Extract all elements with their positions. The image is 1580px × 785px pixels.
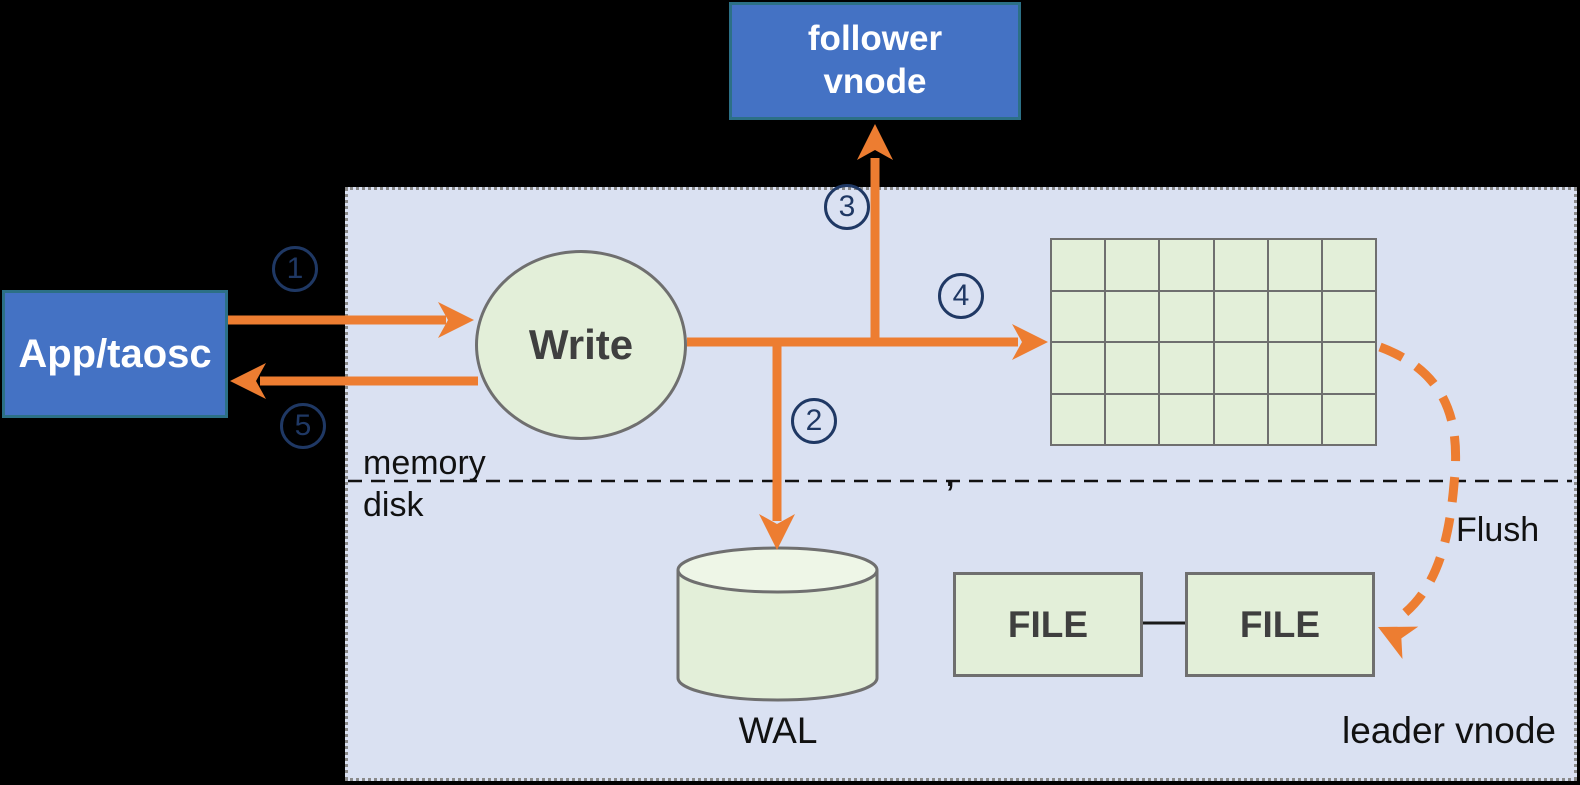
mem-table-cell (1106, 394, 1159, 444)
mem-table-cell (1268, 394, 1321, 444)
mem-table-cell (1106, 291, 1159, 341)
mem-table-cell (1160, 394, 1213, 444)
mem-table-cell (1106, 343, 1159, 393)
mem-table-cell (1160, 291, 1213, 341)
mem-table-cell (1106, 240, 1159, 290)
mem-table-cell (1322, 394, 1375, 444)
mem-table-cell (1214, 394, 1267, 444)
step-badge-5: 5 (280, 403, 326, 449)
step-badge-3: 3 (824, 184, 870, 230)
disk-label: disk (363, 486, 424, 524)
file-node-right: FILE (1185, 572, 1375, 677)
file-node-left: FILE (953, 572, 1143, 677)
memory-label: memory (363, 444, 486, 482)
mem-table-cell (1052, 240, 1105, 290)
mem-table-cell (1322, 240, 1375, 290)
mem-table-cell (1052, 291, 1105, 341)
mem-table-cell (1268, 240, 1321, 290)
mem-table-cell (1268, 343, 1321, 393)
app-taosc-label: App/taosc (18, 331, 212, 376)
file-left-label: FILE (1007, 603, 1089, 645)
follower-vnode-node: follower vnode (729, 2, 1021, 120)
mem-table-cell (1268, 291, 1321, 341)
step-badge-1: 1 (272, 246, 318, 292)
mem-table-cell (1052, 394, 1105, 444)
mem-table-grid (1050, 238, 1377, 446)
app-taosc-node: App/taosc (2, 290, 228, 418)
mem-table-cell (1160, 240, 1213, 290)
mem-table-cell (1214, 291, 1267, 341)
write-label: Write (528, 321, 634, 368)
follower-vnode-label: follower vnode (807, 19, 943, 101)
step-badge-4: 4 (938, 273, 984, 319)
step-badge-2: 2 (791, 398, 837, 444)
write-process-node: Write (475, 250, 687, 440)
mem-table-cell (1160, 343, 1213, 393)
leader-vnode-label: leader vnode (1342, 710, 1556, 751)
mem-table-cell (1322, 343, 1375, 393)
file-right-label: FILE (1239, 603, 1321, 645)
mem-table-cell (1052, 343, 1105, 393)
mem-table-cell (1214, 240, 1267, 290)
flush-label: Flush (1456, 511, 1540, 549)
mem-table-cell (1214, 343, 1267, 393)
mem-table-cell (1322, 291, 1375, 341)
wal-label: WAL (738, 710, 818, 751)
